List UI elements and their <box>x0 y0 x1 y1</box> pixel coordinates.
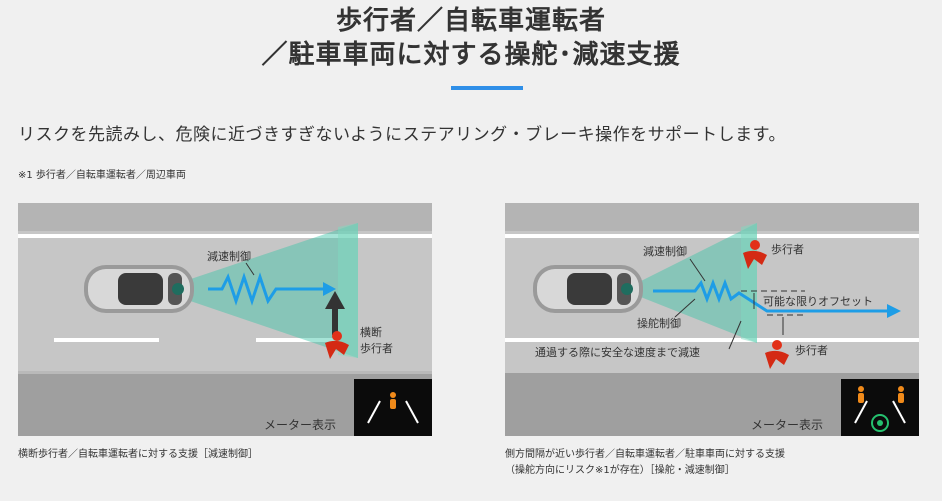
car-icon <box>533 265 643 313</box>
meter-display-label: メーター表示 <box>751 418 824 432</box>
meter-display-label: メーター表示 <box>264 418 337 432</box>
curb-line <box>18 371 432 374</box>
meter-pedestrian-left-icon <box>858 386 864 403</box>
lane-line-top <box>18 234 432 238</box>
crossing-label-line2: 歩行者 <box>360 341 393 355</box>
car-icon <box>84 265 194 313</box>
decel-leader-line <box>689 258 706 282</box>
lead-text: リスクを先読みし、危険に近づきすぎないようにステアリング・ブレーキ操作をサポート… <box>18 125 786 145</box>
right-caption: 側方間隔が近い歩行者／自転車運転者／駐車車両に対する支援 （操舵方向にリスク※1… <box>505 447 785 479</box>
meter-display <box>841 379 919 436</box>
lane-dash-1 <box>54 338 159 342</box>
meter-pedestrian-right-icon <box>898 386 904 403</box>
pedestrian-top-label: 歩行者 <box>771 242 804 256</box>
meter-lane-right <box>405 400 419 424</box>
safe-speed-leader-line <box>728 320 742 350</box>
road-shoulder-top <box>505 203 919 231</box>
sensor-cone <box>158 223 358 358</box>
right-scene: 減速制御 操舵制御 可能な限りオフセット 通過する際に安全な速度まで減速 歩行者… <box>505 203 919 436</box>
right-decel-label: 減速制御 <box>643 244 687 258</box>
meter-pedestrian-icon <box>390 392 396 409</box>
lane-dash-2 <box>256 338 336 342</box>
left-caption: 横断歩行者／自転車運転者に対する支援［減速制御］ <box>18 449 258 460</box>
sensor-cone-edge <box>338 223 358 358</box>
footnote: ※1 歩行者／自転車運転者／周辺車両 <box>18 170 186 181</box>
left-scene: 減速制御 横断 歩行者 <box>18 203 432 436</box>
decel-arrow-head <box>323 282 336 296</box>
road-shoulder-top <box>18 203 432 231</box>
page-title: 歩行者／自転車運転者 ／駐車車両に対する操舵･減速支援 <box>0 4 942 72</box>
right-illustration: 減速制御 操舵制御 可能な限りオフセット 通過する際に安全な速度まで減速 歩行者… <box>505 203 919 436</box>
sensor-cone <box>623 223 757 343</box>
steer-decel-path <box>653 278 887 313</box>
meter-lane-left <box>854 400 868 424</box>
pedestrian-path-arrow-head <box>325 291 345 309</box>
left-illustration: 減速制御 横断 歩行者 メーター表示 <box>18 203 432 436</box>
meter-lane-left <box>367 400 381 424</box>
steer-leader-line <box>674 298 696 318</box>
meter-display <box>354 379 432 436</box>
pedestrian-bottom-icon <box>765 340 789 369</box>
meter-steering-assist-icon <box>871 414 889 432</box>
title-underline <box>451 86 523 90</box>
decel-control-line <box>208 272 323 306</box>
crossing-label-line1: 横断 <box>360 325 382 339</box>
pedestrian-bottom-label: 歩行者 <box>795 343 828 357</box>
decel-label: 減速制御 <box>207 249 251 263</box>
offset-label: 可能な限りオフセット <box>763 294 873 308</box>
pedestrian-icon <box>325 331 349 359</box>
lane-line-top <box>505 234 919 238</box>
pedestrian-path-arrow-shaft <box>332 307 338 335</box>
safe-speed-label: 通過する際に安全な速度まで減速 <box>535 345 700 359</box>
right-caption-line1: 側方間隔が近い歩行者／自転車運転者／駐車車両に対する支援 <box>505 449 785 460</box>
lane-line-bottom <box>505 338 919 342</box>
decel-leader-line <box>245 262 255 276</box>
title-line-2: ／駐車車両に対する操舵･減速支援 <box>261 40 681 70</box>
steer-label: 操舵制御 <box>637 316 681 330</box>
path-arrow-head <box>887 304 901 318</box>
pedestrian-top-icon <box>743 240 767 269</box>
title-line-1: 歩行者／自転車運転者 <box>335 6 606 36</box>
meter-lane-right <box>892 400 906 424</box>
right-caption-line2: （操舵方向にリスク※1が存在）［操舵・減速制御］ <box>505 465 735 476</box>
